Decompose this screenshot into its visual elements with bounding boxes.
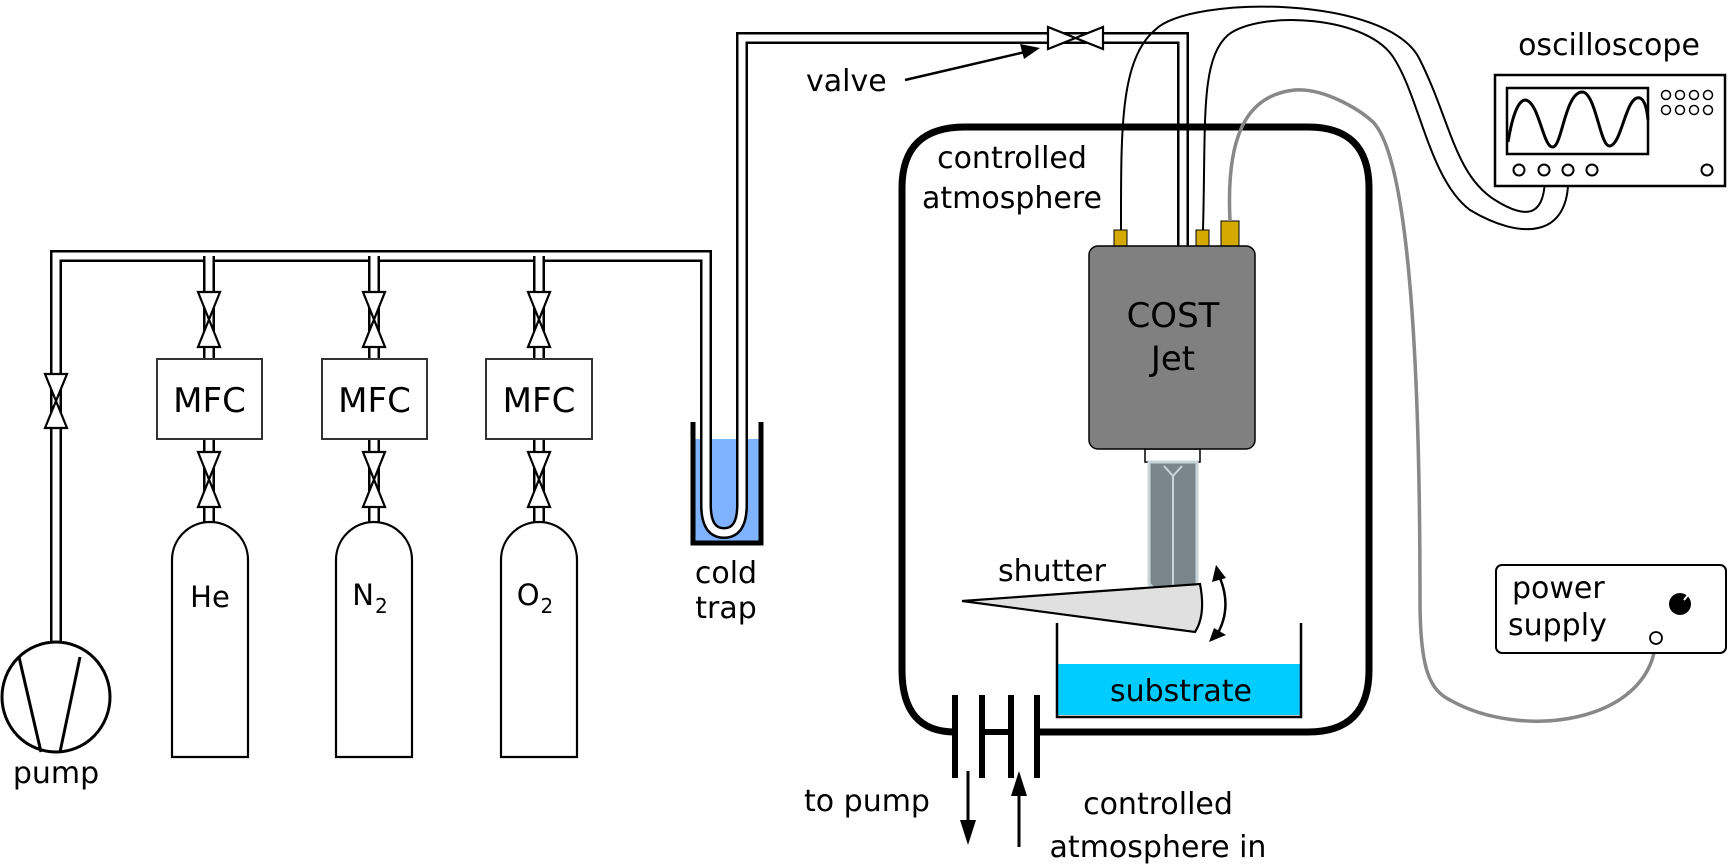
button-icon[interactable] [1688,104,1700,116]
oscilloscope: oscilloscope [1493,28,1727,188]
substrate: substrate [1055,623,1303,719]
connector-icon [1113,229,1128,248]
valve-icon[interactable] [196,290,222,349]
to-pump-label: to pump [804,784,930,819]
power-supply-label-1: power [1512,571,1605,606]
button-icon[interactable] [1688,89,1700,101]
jet-label-1: COST [1127,296,1220,336]
button-icon[interactable] [1660,104,1672,116]
cold-trap-label-1: cold [695,556,757,591]
arrow-icon [1020,44,1040,59]
button-icon[interactable] [1702,104,1714,116]
main-valve-icon[interactable] [1046,25,1105,51]
mfc-valves [196,290,552,509]
probe-cables [1119,5,1570,231]
jet-label-2: Jet [1149,339,1195,379]
button-icon[interactable] [1660,89,1672,101]
pump-icon-blade [58,656,82,753]
mfc-label: MFC [338,381,411,421]
valve-callout: valve [806,44,1040,99]
input-jack-icon[interactable] [1512,163,1526,177]
controlled-atmosphere-chamber: controlled atmosphere [898,123,1373,736]
valve-icon[interactable] [196,450,222,509]
cylinder-label-o2: O2 [517,578,554,618]
shutter-label: shutter [998,554,1107,589]
power-supply: power supply [1495,564,1727,654]
cylinder-label-n2: N2 [352,578,387,618]
valve-icon[interactable] [361,450,387,509]
cylinder-label-he: He [190,580,230,614]
button-icon[interactable] [1702,89,1714,101]
chamber-ports: to pump controlled atmosphere in [804,695,1266,865]
cylinder-o2: O2 [499,520,579,759]
atmosphere-in-label-2: atmosphere in [1050,830,1267,865]
valve-icon[interactable] [526,450,552,509]
valve-icon[interactable] [361,290,387,349]
pump-valve-icon[interactable] [43,372,69,430]
rotate-arrow-icon [1213,577,1227,639]
oscilloscope-buttons [1660,89,1714,116]
oscilloscope-inputs [1512,163,1714,177]
valve-icon[interactable] [526,290,552,349]
atmosphere-in-label-1: controlled [1083,787,1233,822]
output-jack-icon[interactable] [1649,631,1663,645]
button-icon[interactable] [1674,89,1686,101]
arrow-up-icon [1011,771,1027,796]
mfc-label: MFC [503,381,576,421]
shutter[interactable]: shutter [961,554,1227,642]
pump-label: pump [13,756,99,791]
input-jack-icon[interactable] [1585,163,1599,177]
chamber-label-1: controlled [937,141,1087,176]
mfc-label: MFC [173,381,246,421]
connector-icon [1195,229,1210,248]
cold-trap: cold trap [690,422,764,626]
waveform-icon [1506,90,1650,149]
cost-jet: COST Jet [1088,220,1256,450]
input-jack-icon[interactable] [1700,163,1714,177]
substrate-label: substrate [1110,674,1252,709]
valve-label: valve [806,64,887,99]
mfc-1: MFC [156,358,263,440]
pump: pump [0,640,112,791]
oscilloscope-label: oscilloscope [1518,28,1700,63]
input-jack-icon[interactable] [1537,163,1551,177]
jet-nozzle [1144,448,1201,598]
mfc-3: MFC [485,358,593,440]
cylinder-he: He [170,520,250,759]
cylinder-n2: N2 [334,520,414,759]
power-supply-label-2: supply [1508,608,1607,643]
chamber-label-2: atmosphere [922,181,1102,216]
cold-trap-label-2: trap [695,591,757,626]
hv-cable [1227,88,1658,723]
button-icon[interactable] [1674,104,1686,116]
arrow-down-icon [960,820,976,845]
mfc-2: MFC [321,358,428,440]
hv-connector-icon [1220,220,1240,248]
oscilloscope-screen [1505,86,1650,156]
pump-icon-blade [17,656,43,753]
input-jack-icon[interactable] [1561,163,1575,177]
